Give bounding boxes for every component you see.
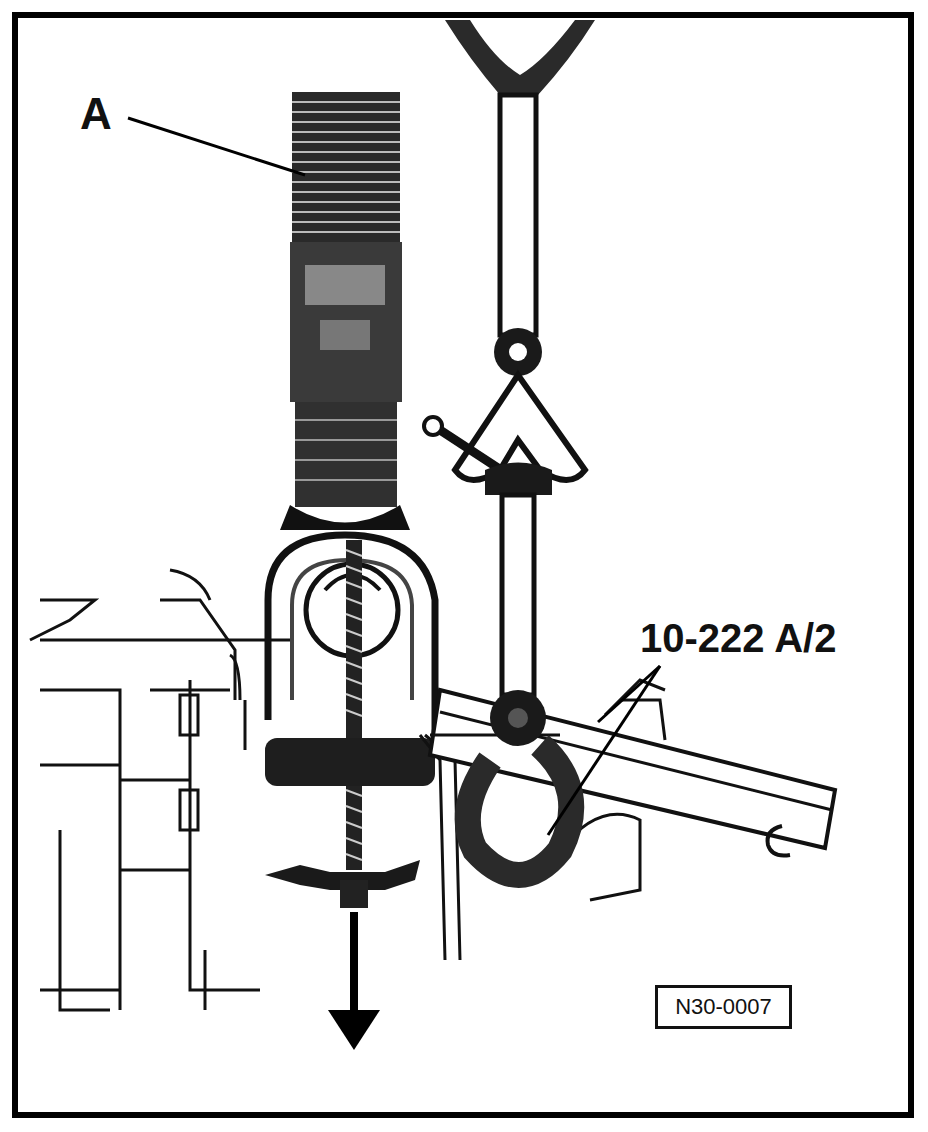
body-structure	[30, 570, 290, 1010]
frame	[15, 15, 911, 1115]
figure-number: N30-0007	[675, 996, 772, 1018]
support-hook-device	[424, 20, 595, 875]
spring-compressor-tool	[265, 92, 460, 1050]
figure-number-box: N30-0007	[655, 985, 792, 1029]
leader-lines	[128, 118, 660, 835]
tool-number: 10-222 A/2	[640, 618, 836, 658]
part-letter: A	[80, 92, 112, 136]
beam	[430, 680, 835, 900]
